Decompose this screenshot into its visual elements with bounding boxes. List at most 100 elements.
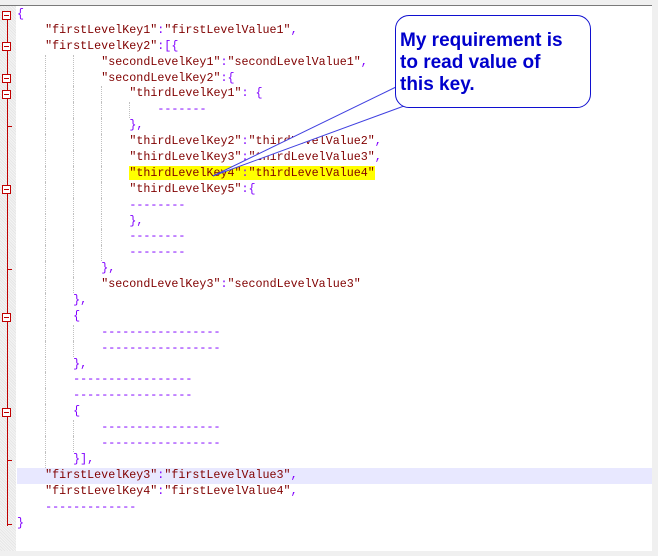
string-token: "firstLevelKey3" bbox=[45, 467, 158, 482]
code-line[interactable]: "thirdLevelKey5":{ bbox=[17, 181, 652, 198]
string-token: "secondLevelKey2" bbox=[101, 70, 221, 85]
code-line[interactable]: "thirdLevelKey4":"thirdLevelValue4" bbox=[17, 165, 652, 182]
code-line[interactable]: -------- bbox=[17, 197, 652, 214]
operator-token: ----------------- bbox=[101, 324, 221, 339]
code-line[interactable]: ------- bbox=[17, 102, 652, 119]
fold-collapse-icon[interactable] bbox=[2, 74, 11, 84]
code-line[interactable]: { bbox=[17, 308, 652, 325]
fold-collapse-icon[interactable] bbox=[2, 42, 11, 52]
operator-token: , bbox=[360, 54, 368, 69]
fold-collapse-icon[interactable] bbox=[2, 408, 11, 417]
operator-token: ----------------- bbox=[101, 420, 221, 435]
code-line[interactable]: "thirdLevelKey1": { bbox=[17, 86, 652, 103]
code-line[interactable]: "thirdLevelKey3":"thirdLevelValue3", bbox=[17, 150, 652, 166]
indent-guide bbox=[45, 420, 47, 437]
indent-guide bbox=[45, 388, 47, 405]
fold-collapse-icon[interactable] bbox=[2, 312, 11, 322]
indent-guide bbox=[101, 118, 103, 135]
code-line[interactable]: }, bbox=[17, 261, 652, 278]
fold-line bbox=[7, 15, 8, 526]
operator-token: -------- bbox=[129, 229, 186, 244]
indent-guide bbox=[45, 245, 47, 262]
indent-guide bbox=[73, 70, 75, 87]
indent-guide bbox=[73, 277, 75, 294]
code-line-text: { bbox=[73, 309, 80, 323]
string-token: "firstLevelKey2" bbox=[45, 38, 158, 53]
indent-guide bbox=[45, 404, 47, 421]
string-token: "secondLevelValue3" bbox=[227, 277, 361, 292]
code-area[interactable]: {"firstLevelKey1":"firstLevelValue1","fi… bbox=[17, 7, 652, 531]
code-line[interactable]: ----------------- bbox=[17, 388, 652, 405]
string-token: "firstLevelValue3" bbox=[164, 467, 291, 482]
code-line[interactable]: "secondLevelKey3":"secondLevelValue3" bbox=[17, 277, 652, 294]
code-line-text: }, bbox=[129, 214, 143, 228]
fold-collapse-icon[interactable] bbox=[2, 185, 11, 195]
code-line-text: }, bbox=[129, 118, 143, 132]
code-line[interactable]: { bbox=[17, 7, 652, 23]
string-token: "firstLevelValue4" bbox=[164, 483, 291, 498]
string-token: "secondLevelKey1" bbox=[101, 54, 221, 69]
operator-token: :[{ bbox=[157, 38, 179, 53]
indent-guide bbox=[45, 340, 47, 357]
operator-token: ------- bbox=[157, 102, 207, 117]
callout-text: My requirement is to read value of this … bbox=[400, 30, 563, 96]
code-line-text: { bbox=[73, 404, 80, 418]
code-line[interactable]: }, bbox=[17, 356, 652, 373]
code-line-text: } bbox=[17, 516, 24, 530]
indent-guide bbox=[73, 102, 75, 119]
window-edge bbox=[652, 0, 658, 556]
code-line-text: "thirdLevelKey4":"thirdLevelValue4" bbox=[129, 165, 375, 180]
indent-guide bbox=[73, 340, 75, 357]
fold-collapse-icon[interactable] bbox=[2, 10, 11, 20]
code-line[interactable]: -------- bbox=[17, 229, 652, 246]
operator-token: , bbox=[374, 134, 382, 149]
code-line[interactable]: { bbox=[17, 404, 652, 421]
code-line-text: "secondLevelKey3":"secondLevelValue3" bbox=[101, 277, 361, 291]
code-line[interactable]: }, bbox=[17, 118, 652, 135]
code-line[interactable]: "firstLevelKey3":"firstLevelValue3", bbox=[17, 467, 652, 484]
code-line[interactable]: "firstLevelKey4":"firstLevelValue4", bbox=[17, 484, 652, 500]
operator-token: -------- bbox=[129, 197, 186, 212]
code-line[interactable]: ----------------- bbox=[17, 420, 652, 437]
code-line[interactable]: }, bbox=[17, 213, 652, 230]
fold-end-marker bbox=[7, 269, 12, 271]
code-line[interactable]: }, bbox=[17, 293, 652, 309]
fold-collapse-icon[interactable] bbox=[2, 90, 11, 99]
indent-guide bbox=[73, 54, 75, 71]
operator-token: } bbox=[17, 515, 25, 530]
indent-guide bbox=[45, 54, 47, 71]
operator-token: ----------------- bbox=[73, 372, 193, 387]
code-line-text: "firstLevelKey4":"firstLevelValue4", bbox=[45, 484, 298, 498]
string-token: "secondLevelKey3" bbox=[101, 277, 221, 292]
indent-guide bbox=[101, 165, 103, 182]
code-line-text: ----------------- bbox=[101, 436, 220, 450]
code-line[interactable]: ----------------- bbox=[17, 436, 652, 452]
code-line[interactable]: "firstLevelKey1":"firstLevelValue1", bbox=[17, 23, 652, 39]
indent-guide bbox=[45, 165, 47, 182]
operator-token: }, bbox=[101, 261, 116, 276]
code-line-text: "thirdLevelKey5":{ bbox=[129, 182, 255, 196]
code-line[interactable]: "thirdLevelKey2":"thirdLevelValue2", bbox=[17, 134, 652, 151]
indent-guide bbox=[45, 86, 47, 103]
code-line[interactable]: } bbox=[17, 516, 652, 532]
code-line[interactable]: }], bbox=[17, 451, 652, 468]
code-line[interactable]: "secondLevelKey2":{ bbox=[17, 70, 652, 87]
indent-guide bbox=[45, 150, 47, 166]
code-line-text: { bbox=[17, 7, 24, 21]
indent-guide bbox=[101, 213, 103, 230]
code-line[interactable]: -------- bbox=[17, 245, 652, 262]
indent-guide bbox=[101, 197, 103, 214]
code-line[interactable]: "secondLevelKey1":"secondLevelValue1", bbox=[17, 54, 652, 71]
code-line-text: "secondLevelKey1":"secondLevelValue1", bbox=[101, 55, 368, 69]
string-token: "firstLevelKey4" bbox=[45, 483, 158, 498]
code-line[interactable]: ------------- bbox=[17, 500, 652, 516]
indent-guide bbox=[101, 245, 103, 262]
string-token: "secondLevelValue1" bbox=[227, 54, 361, 69]
code-line[interactable]: ----------------- bbox=[17, 340, 652, 357]
code-line[interactable]: ----------------- bbox=[17, 324, 652, 341]
code-line[interactable]: "firstLevelKey2":[{ bbox=[17, 39, 652, 55]
operator-token: , bbox=[290, 22, 298, 37]
indent-guide bbox=[45, 277, 47, 294]
code-line[interactable]: ----------------- bbox=[17, 372, 652, 389]
indent-guide bbox=[73, 420, 75, 437]
